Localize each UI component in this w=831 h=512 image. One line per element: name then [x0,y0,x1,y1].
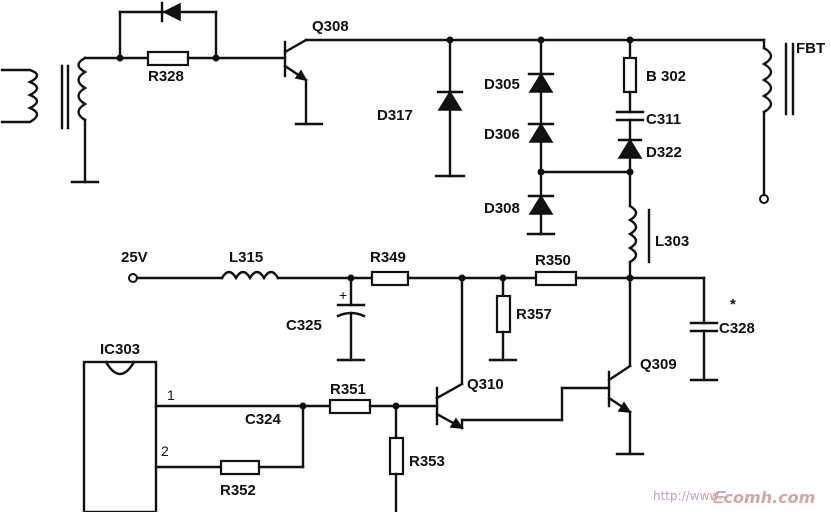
diode-stack: D305 D306 D308 [484,38,632,236]
watermark-url: http://www. [653,489,722,503]
q310-transistor: Q310 [435,276,564,430]
r352-resistor [219,459,261,476]
r349-label: R349 [370,249,406,266]
input-transformer [0,56,122,184]
ic303-pin1-label: 1 [167,387,175,403]
ic303-chip: IC303 1 2 [82,341,175,512]
q308-label: Q308 [312,18,349,35]
ic303-pin2-label: 2 [161,443,169,459]
r353-resistor-group: R353 [388,404,445,512]
pin1-signal-path: R351 C324 [154,381,439,428]
r353-label: R353 [409,453,445,470]
c325-label: C325 [286,317,322,334]
c311-label: C311 [646,111,681,128]
d317-label: D317 [377,107,413,124]
q309-label: Q309 [640,356,677,373]
b302-element [622,56,638,94]
r349-resistor [370,270,410,287]
r357-label: R357 [516,306,552,323]
watermark-brand: ᗴcomh.com [712,488,815,507]
r357-resistor-group: R357 [488,276,552,362]
r328-resistor [146,50,190,67]
l303-label: L303 [655,233,689,250]
q308-transistor: Q308 [283,18,452,126]
r352-label: R352 [220,482,256,499]
d305-label: D305 [484,76,520,93]
d306-label: D306 [484,126,520,143]
c328-label: C328 [719,320,755,337]
r328-resistor-group: R328 [116,1,287,85]
r357-resistor [495,294,512,334]
r353-resistor [388,436,405,476]
d322-label: D322 [646,144,682,161]
c328-asterisk: * [730,296,736,313]
supply-rail-25v: 25V L315 R349 R350 [121,249,706,287]
d317-diode: D317 [377,38,466,178]
r328-label: R328 [148,68,184,85]
q309-transistor: Q309 [560,276,677,456]
b302-c311-d322-branch: B 302 C311 D322 [615,38,686,208]
c325-capacitor: + C325 [286,276,366,362]
c325-plus-mark: + [339,287,347,303]
fbt-label: FBT [796,40,825,57]
pin2-signal-path: R352 [154,404,305,499]
r350-resistor [534,270,578,287]
c324-label: C324 [245,411,282,428]
supply-25v-label: 25V [121,249,148,266]
ic303-label: IC303 [100,341,140,358]
watermark: http://www. ᗴcomh.com [653,488,815,507]
r350-label: R350 [535,252,571,269]
fbt-winding: FBT [759,38,825,204]
r351-resistor [328,398,372,415]
l315-label: L315 [229,249,263,266]
q310-label: Q310 [467,376,504,393]
r328-parallel-diode [160,1,181,23]
b302-label: B 302 [646,68,686,85]
top-rail [446,36,766,44]
c328-capacitor: * C328 [689,276,755,382]
l303-inductor: L303 [627,204,689,280]
r351-label: R351 [330,381,366,398]
d308-label: D308 [484,200,520,217]
